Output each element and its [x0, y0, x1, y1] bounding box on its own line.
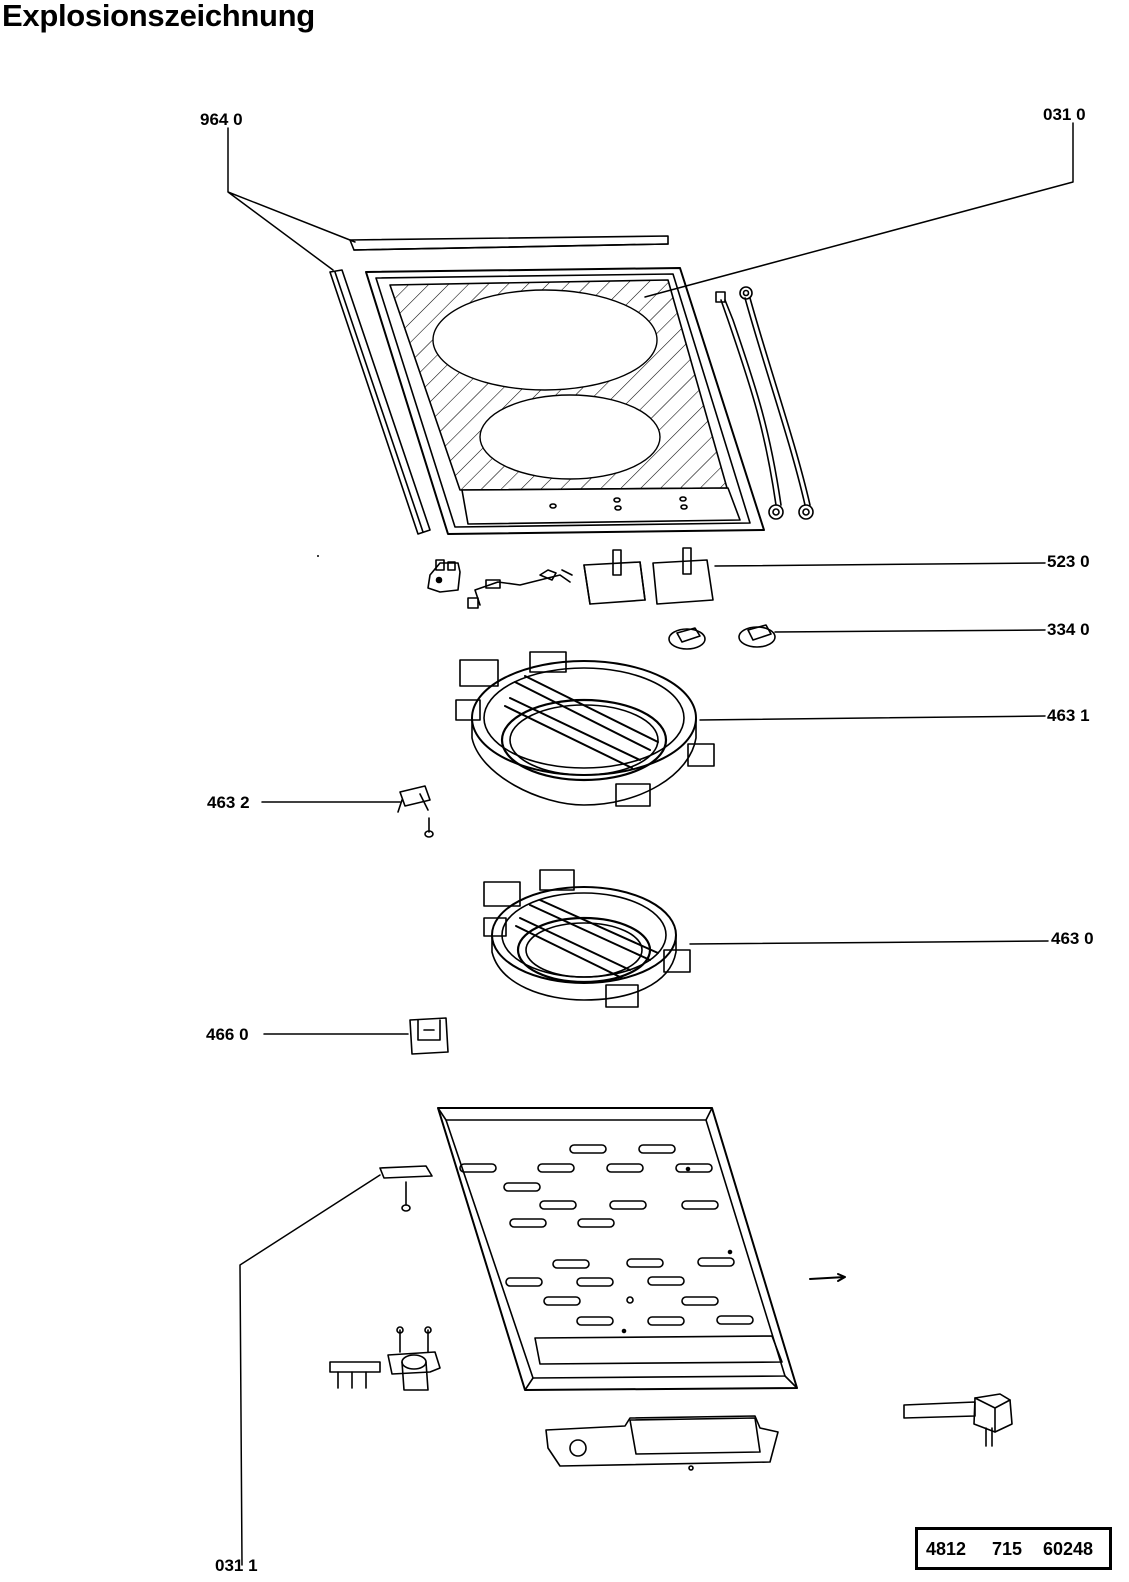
label-031-1: 031 1	[215, 1556, 258, 1575]
vent-slot	[697, 1257, 735, 1267]
bottom-tray	[437, 1107, 798, 1391]
label-463-0: 463 0	[1051, 929, 1094, 948]
mounting-clip	[397, 785, 434, 838]
vent-slot	[503, 1182, 541, 1192]
heating-element-small	[483, 869, 691, 1008]
vent-slot	[569, 1144, 607, 1154]
leader-lines	[227, 122, 1074, 1566]
vent-slot	[576, 1316, 614, 1326]
thermostat-wiring	[467, 569, 573, 609]
vent-slot	[606, 1163, 644, 1173]
vent-slot	[609, 1200, 647, 1210]
vent-slot	[543, 1296, 581, 1306]
vent-slot	[638, 1144, 676, 1154]
cover-plate	[545, 1415, 779, 1471]
vent-slot	[505, 1277, 543, 1287]
part-number-a: 4812	[926, 1539, 967, 1559]
trim-strip-top	[349, 235, 669, 251]
trim-strip-side	[329, 269, 431, 535]
bracket-with-screw	[379, 1165, 433, 1212]
control-knobs	[668, 624, 776, 650]
label-523-0: 523 0	[1047, 552, 1090, 571]
connector-block	[409, 1017, 449, 1055]
vent-slot	[577, 1218, 615, 1228]
power-plug	[903, 1393, 1013, 1447]
vent-slot	[626, 1258, 664, 1268]
vent-slot	[537, 1163, 575, 1173]
label-463-1: 463 1	[1047, 706, 1090, 725]
cable-pair	[715, 286, 814, 520]
part-number-c: 60248	[1043, 1539, 1094, 1559]
tray-vent-slots	[459, 1144, 754, 1326]
part-number-b: 715	[992, 1539, 1023, 1559]
label-466-0: 466 0	[206, 1025, 249, 1044]
vent-slot	[681, 1200, 719, 1210]
label-031-0: 031 0	[1043, 105, 1086, 124]
mains-terminal	[329, 1326, 441, 1391]
vent-slot	[459, 1163, 497, 1173]
label-964-0: 964 0	[200, 110, 243, 129]
vent-slot	[552, 1259, 590, 1269]
vent-slot	[675, 1163, 713, 1173]
label-463-2: 463 2	[207, 793, 250, 812]
heating-element-large	[455, 651, 715, 807]
part-number-box: 4812 715 60248	[915, 1527, 1112, 1570]
vent-slot	[509, 1218, 547, 1228]
vent-slot	[539, 1200, 577, 1210]
energy-regulator-pair	[583, 547, 714, 605]
tray-details	[621, 1166, 846, 1334]
ceramic-hob-top	[365, 267, 765, 535]
terminal-block	[427, 559, 461, 593]
vent-slot	[716, 1315, 754, 1325]
vent-slot	[647, 1276, 685, 1286]
vent-slot	[576, 1277, 614, 1287]
page-title: Explosionszeichnung	[2, 0, 315, 33]
label-334-0: 334 0	[1047, 620, 1090, 639]
vent-slot	[647, 1316, 685, 1326]
vent-slot	[681, 1296, 719, 1306]
